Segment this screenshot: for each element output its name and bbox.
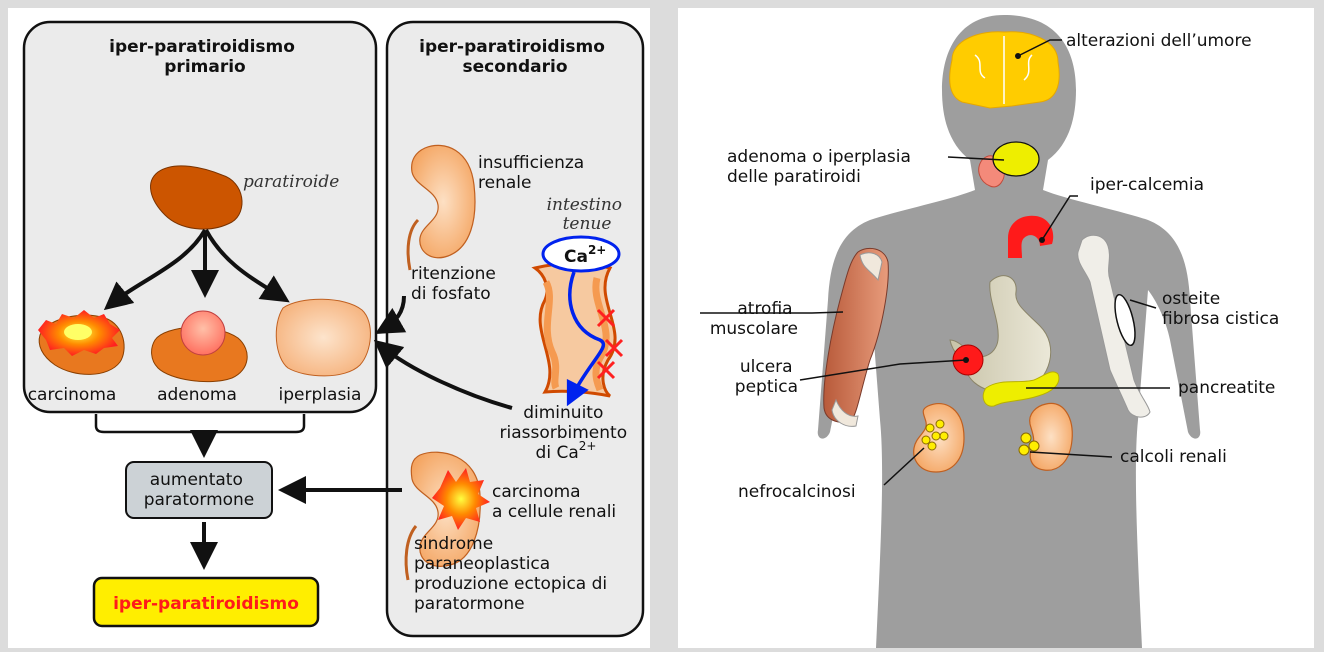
adenoma-nodule (181, 311, 225, 355)
pancreatite-label: pancreatite (1178, 378, 1275, 398)
parathyroid-highlight (993, 142, 1039, 176)
nefrocalcinosi-label: nefrocalcinosi (738, 482, 856, 502)
ipercalcemia-label: iper-calcemia (1090, 175, 1204, 195)
paratormone-label: aumentato paratormone (144, 470, 255, 510)
leader-dot (1039, 237, 1045, 243)
right-kidney-icon (1030, 403, 1073, 470)
leader-dot (1015, 53, 1021, 59)
adenoma-label: adenoma (157, 385, 237, 405)
carcinoma-core (64, 324, 92, 340)
calcoli-label: calcoli renali (1120, 447, 1227, 467)
paratiroide-label: paratiroide (243, 172, 339, 192)
ritenzione-label: ritenzione di fosfato (411, 264, 501, 304)
iperplasia-label: iperplasia (279, 385, 362, 405)
ulcera-label: ulcera peptica (735, 357, 798, 397)
result-label: iper-paratiroidismo (113, 594, 299, 614)
carcinoma-label: carcinoma (28, 385, 117, 405)
leader-dot (963, 357, 969, 363)
umore-label: alterazioni dell’umore (1066, 31, 1252, 51)
iperplasia-gland (276, 299, 370, 376)
